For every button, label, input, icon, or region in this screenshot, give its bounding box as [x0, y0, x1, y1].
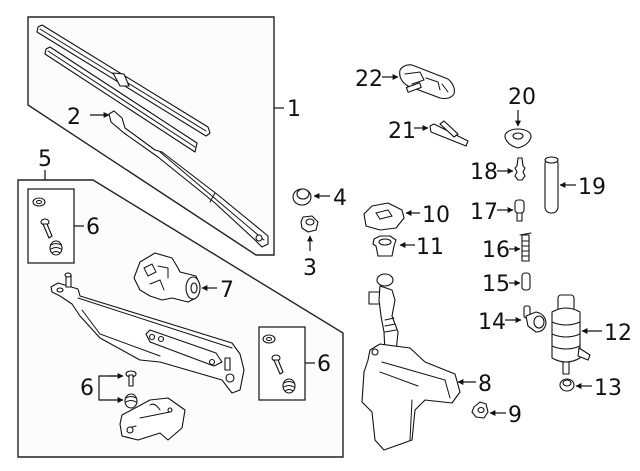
callout-label-2: 2 [67, 105, 81, 130]
callout-15[interactable]: 15 [482, 272, 521, 297]
wiper-motor[interactable] [133, 252, 201, 303]
callout-22[interactable]: 22 [355, 67, 399, 92]
callout-6-left[interactable]: 6 [74, 215, 100, 240]
reservoir-nut[interactable] [471, 401, 489, 419]
washer-icon [262, 334, 276, 344]
grommet-icon [49, 240, 63, 256]
t-connector[interactable] [514, 157, 526, 181]
callout-2[interactable]: 2 [67, 105, 110, 130]
bolt-icon [271, 354, 284, 375]
callout-7[interactable]: 7 [201, 278, 234, 303]
callout-8[interactable]: 8 [457, 372, 492, 397]
callout-17[interactable]: 17 [470, 200, 514, 225]
hardware-kit-box-left [27, 188, 75, 264]
callout-14[interactable]: 14 [478, 310, 522, 335]
check-valve[interactable] [514, 199, 525, 222]
reservoir-cap[interactable] [363, 202, 405, 231]
wiper-arm[interactable] [108, 110, 269, 248]
callout-6-bottom[interactable]: 6 [80, 373, 124, 403]
washer-nozzle[interactable] [399, 64, 455, 100]
callout-1[interactable]: 1 [274, 97, 301, 122]
callout-label-5: 5 [38, 147, 52, 172]
callout-label-6c: 6 [80, 376, 94, 401]
hose-connector[interactable] [521, 272, 531, 291]
grommet-20[interactable] [504, 128, 532, 149]
nut[interactable] [300, 215, 319, 233]
callout-label-21: 21 [388, 119, 416, 144]
callout-label-20: 20 [508, 85, 536, 110]
callout-label-1: 1 [287, 97, 301, 122]
washer-reservoir[interactable] [361, 273, 461, 451]
hose-fitting[interactable] [519, 232, 532, 262]
callout-label-13: 13 [594, 376, 622, 401]
callout-label-4: 4 [333, 186, 347, 211]
callout-12[interactable]: 12 [581, 321, 632, 346]
cap[interactable] [292, 188, 312, 206]
callout-label-11: 11 [416, 235, 444, 260]
callout-label-16: 16 [482, 238, 510, 263]
callout-3[interactable]: 3 [303, 235, 317, 281]
bolt[interactable] [125, 370, 137, 387]
wiper-linkage[interactable] [50, 272, 245, 394]
hardware-kit-box-right [258, 326, 306, 401]
callout-label-14: 14 [478, 310, 506, 335]
callout-21[interactable]: 21 [388, 119, 429, 144]
washer-pump[interactable] [551, 294, 591, 375]
grommet[interactable] [124, 393, 138, 409]
callout-label-12: 12 [604, 321, 632, 346]
callout-label-17: 17 [470, 200, 498, 225]
callout-label-9: 9 [508, 403, 522, 428]
callout-18[interactable]: 18 [470, 160, 514, 185]
callout-label-18: 18 [470, 160, 498, 185]
pump-grommet[interactable] [559, 378, 575, 392]
callout-10[interactable]: 10 [405, 203, 450, 228]
grommet-icon [282, 378, 296, 394]
filler-neck-seal[interactable] [372, 235, 397, 257]
callout-label-7: 7 [220, 278, 234, 303]
wiper-blade-refill[interactable] [44, 46, 198, 153]
callout-9[interactable]: 9 [489, 403, 522, 428]
callout-6-right[interactable]: 6 [305, 352, 331, 377]
callout-4[interactable]: 4 [313, 186, 347, 211]
electrical-connector[interactable] [523, 305, 547, 333]
mounting-bracket[interactable] [119, 397, 186, 441]
callout-label-8: 8 [478, 372, 492, 397]
y-connector[interactable] [429, 120, 469, 147]
callout-19[interactable]: 19 [559, 175, 606, 200]
callout-label-3: 3 [303, 256, 317, 281]
callout-20[interactable]: 20 [508, 85, 536, 127]
callout-label-19: 19 [578, 175, 606, 200]
callout-11[interactable]: 11 [399, 235, 444, 260]
callout-16[interactable]: 16 [482, 238, 521, 263]
callout-label-15: 15 [482, 272, 510, 297]
callout-5[interactable]: 5 [38, 147, 52, 180]
callout-label-6b: 6 [317, 352, 331, 377]
callout-label-6a: 6 [86, 215, 100, 240]
wiper-blade[interactable] [36, 24, 211, 137]
washer-hose[interactable] [544, 156, 559, 214]
callout-label-22: 22 [355, 67, 383, 92]
callout-label-10: 10 [422, 203, 450, 228]
washer-icon [32, 197, 46, 207]
callout-13[interactable]: 13 [575, 376, 622, 401]
bolt-icon [40, 218, 53, 239]
